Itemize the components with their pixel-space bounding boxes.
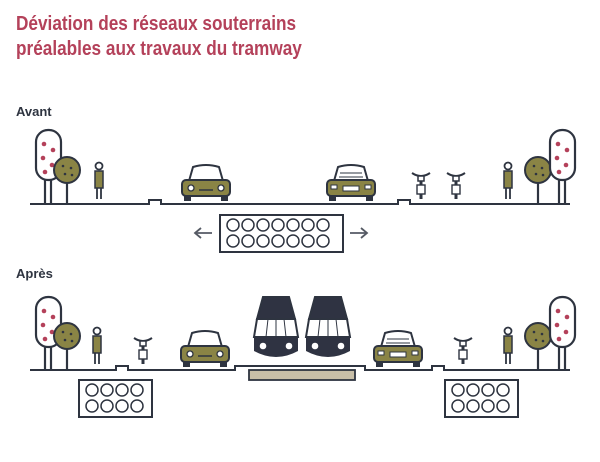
before-scene — [30, 128, 577, 253]
car-icon — [181, 164, 231, 202]
car-icon — [373, 330, 423, 368]
title-line-1: Déviation des réseaux souterrains — [16, 13, 297, 35]
bicycle-icon — [452, 336, 474, 366]
pedestrian-icon — [503, 326, 513, 365]
title-line-2: préalables aux travaux du tramway — [16, 38, 302, 60]
section-label-after: Après — [16, 266, 53, 281]
tree-icon — [548, 295, 577, 372]
bicycle-icon — [410, 171, 432, 201]
tram-platform-icon — [248, 369, 356, 381]
after-ground-line — [30, 365, 570, 371]
page-title: Déviation des réseaux souterrains préala… — [16, 12, 498, 62]
pedestrian-icon — [94, 161, 104, 200]
tree-icon — [523, 155, 553, 207]
section-label-before: Avant — [16, 104, 52, 119]
pedestrian-icon — [503, 161, 513, 200]
tree-icon — [548, 128, 577, 205]
arrow-left-icon — [193, 227, 212, 239]
tree-icon — [52, 321, 82, 373]
bicycle-icon — [132, 336, 154, 366]
tree-icon — [52, 155, 82, 207]
tree-icon — [523, 321, 553, 373]
car-icon — [180, 330, 230, 368]
before-ground-line — [30, 199, 570, 205]
pedestrian-icon — [92, 326, 102, 365]
utility-networks-icon — [219, 214, 344, 253]
car-icon — [326, 164, 376, 202]
arrow-right-icon — [350, 227, 369, 239]
bicycle-icon — [445, 171, 467, 201]
tram-icon — [253, 296, 299, 358]
tram-icon — [305, 296, 351, 358]
utility-networks-icon — [78, 379, 153, 418]
after-scene — [30, 295, 577, 418]
utility-networks-icon — [444, 379, 519, 418]
